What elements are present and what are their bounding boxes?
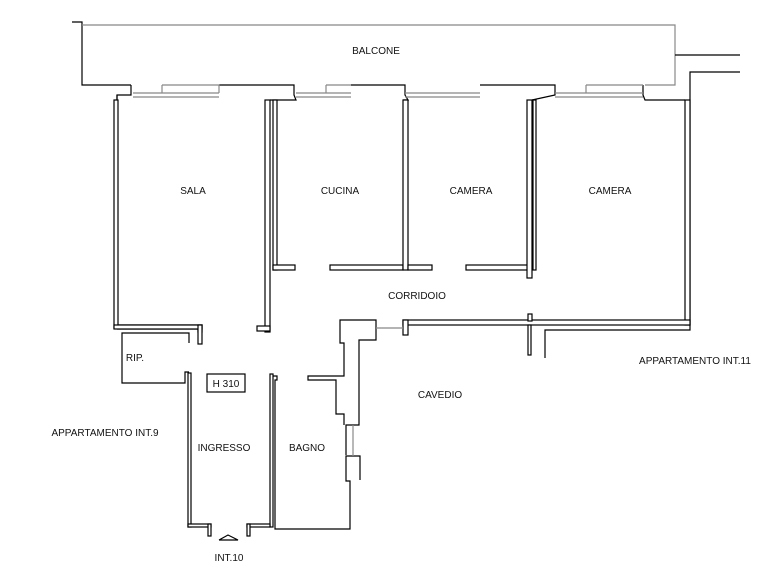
walls [113, 95, 691, 537]
exterior-wall-piers [116, 84, 685, 101]
room-label-cucina: CUCINA [321, 186, 360, 197]
neighbor-label-int11: APPARTAMENTO INT.11 [639, 356, 751, 367]
room-label-camera-2: CAMERA [589, 186, 632, 197]
room-label-rip: RIP. [126, 353, 144, 364]
balcony-outline [72, 21, 740, 358]
room-label-sala: SALA [180, 186, 206, 197]
room-label-corridoio: CORRIDOIO [388, 291, 446, 302]
height-tag-box [206, 373, 246, 393]
windows [133, 84, 643, 98]
room-label-camera-1: CAMERA [450, 186, 493, 197]
room-label-cavedio: CAVEDIO [418, 390, 462, 401]
neighbor-label-int9: APPARTAMENTO INT.9 [51, 428, 158, 439]
room-label-bagno: BAGNO [289, 443, 325, 454]
entrance-arrow-icon [218, 534, 239, 541]
entrance-label: INT.10 [215, 553, 244, 564]
room-label-balcone: BALCONE [352, 46, 400, 57]
height-tag: H 310 [213, 379, 240, 390]
room-label-ingresso: INGRESSO [198, 443, 251, 454]
